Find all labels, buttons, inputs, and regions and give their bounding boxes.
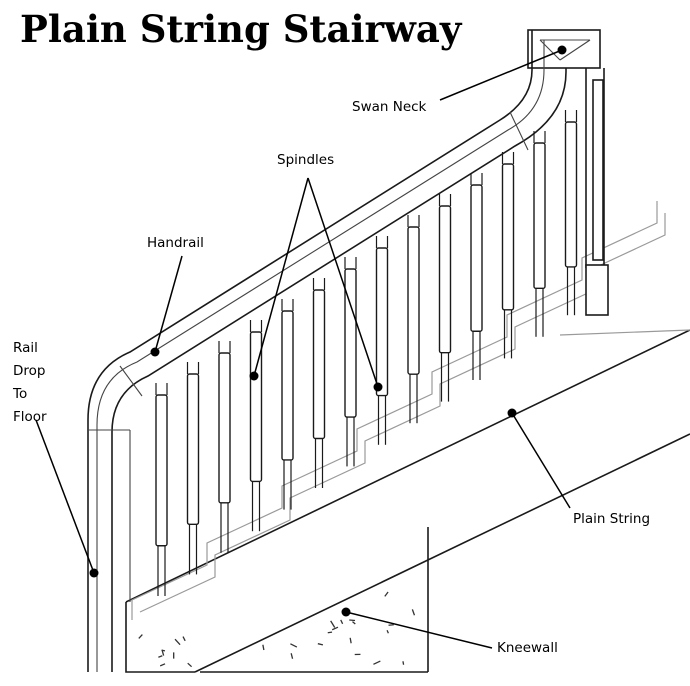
rail-drop-marker <box>89 568 99 578</box>
spindle <box>564 110 578 316</box>
spindle <box>281 299 294 510</box>
spindle <box>375 236 389 445</box>
label-rail-drop-line2: Drop <box>13 363 45 379</box>
spindle-marker-1 <box>249 371 259 381</box>
spindle <box>249 320 263 532</box>
label-rail-drop-line1: Rail <box>13 340 38 356</box>
handrail-marker <box>150 347 160 357</box>
label-rail-drop-line3: To <box>12 386 27 402</box>
spindle <box>407 215 420 424</box>
spindles <box>155 110 578 596</box>
leader-lines <box>35 49 571 649</box>
diagram-title: Plain String Stairway <box>20 7 463 51</box>
spindle <box>312 278 326 488</box>
spindle <box>470 173 483 380</box>
label-swan-neck: Swan Neck <box>352 99 427 115</box>
kneewall-texture <box>138 591 416 668</box>
plain-string <box>125 329 690 673</box>
handrail <box>87 30 567 672</box>
label-plain-string: Plain String <box>573 511 650 527</box>
spindle <box>155 383 168 596</box>
plain-string-marker <box>507 408 517 418</box>
swan-neck-marker <box>557 45 567 55</box>
spindle <box>186 362 200 575</box>
spindle-marker-2 <box>373 382 383 392</box>
spindle <box>344 257 357 467</box>
newel-post <box>527 29 609 316</box>
spindle <box>218 341 231 553</box>
tread-profile <box>131 201 658 620</box>
spindle <box>501 152 515 359</box>
landing-nosing <box>559 329 690 336</box>
label-handrail: Handrail <box>147 235 204 251</box>
kneewall <box>125 527 429 673</box>
label-kneewall: Kneewall <box>497 640 558 656</box>
label-rail-drop-line4: Floor <box>13 409 47 425</box>
spindle <box>533 131 546 337</box>
leader-dots <box>89 45 567 617</box>
kneewall-marker <box>341 607 351 617</box>
label-spindles: Spindles <box>277 152 334 168</box>
spindle <box>438 194 452 402</box>
